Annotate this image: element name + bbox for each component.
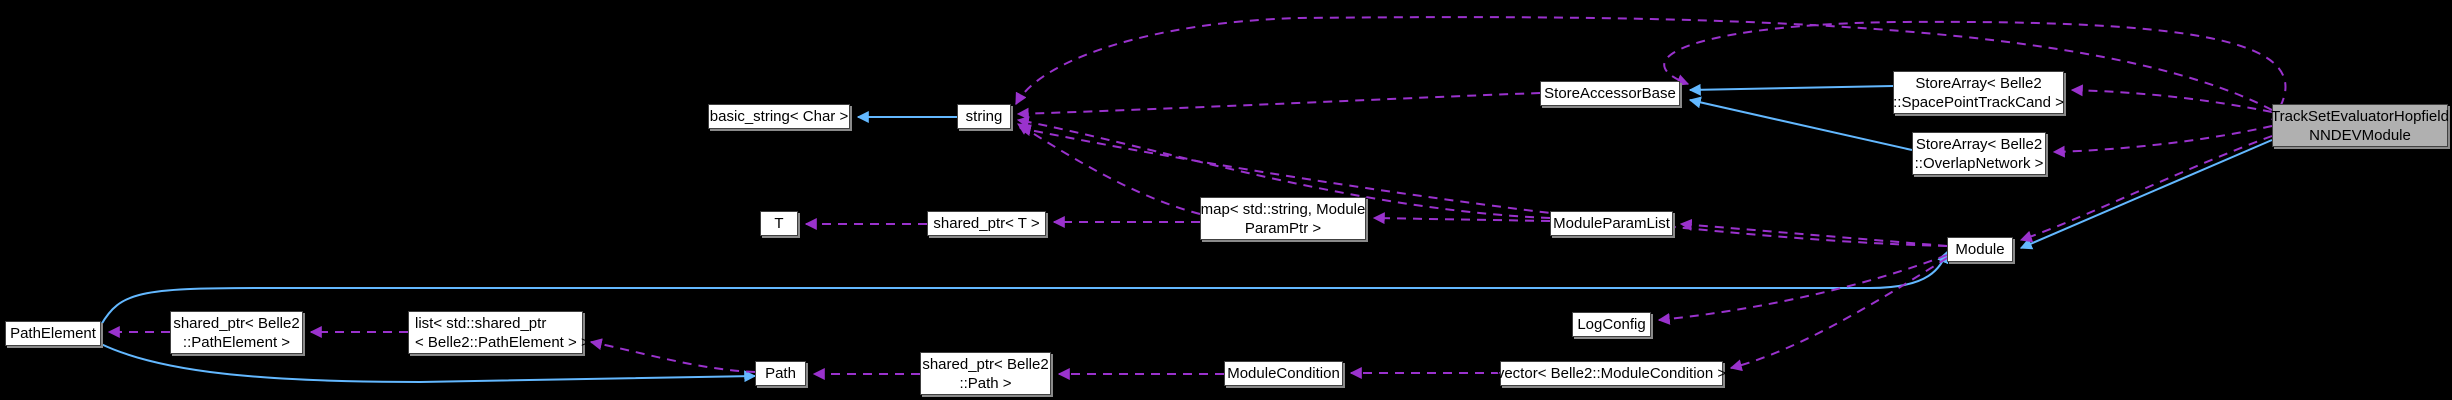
edge-map_string_moduleparamptr-to-string (1016, 123, 1201, 215)
node-map_string_moduleparamptr[interactable]: map< std::string, Module ParamPtr > (1200, 197, 1366, 240)
node-store_accessor_base[interactable]: StoreAccessorBase (1540, 81, 1680, 106)
edge-module-to-vector_modulecondition (1729, 257, 1948, 372)
node-modulecondition[interactable]: ModuleCondition (1224, 361, 1343, 386)
edge-store_accessor_base-to-string (1016, 92, 1541, 120)
node-storearray_overlapnetwork[interactable]: StoreArray< Belle2 ::OverlapNetwork > (1912, 132, 2046, 175)
edge-tracksetevaluator-to-module (2019, 139, 2273, 250)
node-path[interactable]: Path (755, 361, 806, 386)
node-module[interactable]: Module (1947, 237, 2013, 262)
edge-storearray_overlapnetwork-to-tracksetevaluator (2052, 125, 2273, 158)
edge-path-to-list_shared_ptr_pathelement (589, 338, 756, 373)
edge-module-to-moduleparamlist (1679, 218, 1948, 247)
node-list_shared_ptr_pathelement[interactable]: list< std::shared_ptr < Belle2::PathElem… (408, 311, 590, 354)
node-tracksetevaluator[interactable]: TrackSetEvaluatorHopfield NNDEVModule (2271, 104, 2449, 147)
node-t_param[interactable]: T (760, 211, 798, 236)
edge-moduleparamlist-to-map_string_moduleparamptr (1372, 212, 1551, 225)
node-pathelement[interactable]: PathElement (5, 321, 101, 346)
node-moduleparamlist[interactable]: ModuleParamList (1550, 211, 1673, 236)
edge-storearray_overlapnetwork-to-store_accessor_base (1688, 96, 1913, 151)
edge-storearray_spacepointtrackcand-to-store_accessor_base (1688, 83, 1894, 96)
edge-module-to-string (1018, 124, 1948, 247)
node-shared_ptr_path[interactable]: shared_ptr< Belle2 ::Path > (920, 352, 1051, 395)
node-vector_modulecondition[interactable]: vector< Belle2::ModuleCondition > (1497, 361, 1726, 386)
node-string[interactable]: string (957, 104, 1011, 129)
node-basic_string[interactable]: basic_string< Char > (708, 104, 850, 129)
node-logconfig[interactable]: LogConfig (1572, 312, 1651, 337)
node-storearray_spacepointtrackcand[interactable]: StoreArray< Belle2 ::SpacePointTrackCand… (1893, 71, 2064, 114)
node-shared_ptr_pathelement[interactable]: shared_ptr< Belle2 ::PathElement > (170, 311, 303, 354)
node-shared_ptr_t[interactable]: shared_ptr< T > (927, 211, 1046, 236)
edge-pathelement-to-module (100, 250, 1949, 326)
edge-module-to-logconfig (1657, 254, 1948, 325)
edge-tracksetevaluator-to-module (2019, 135, 2273, 243)
edge-storearray_spacepointtrackcand-to-tracksetevaluator (2070, 84, 2273, 113)
